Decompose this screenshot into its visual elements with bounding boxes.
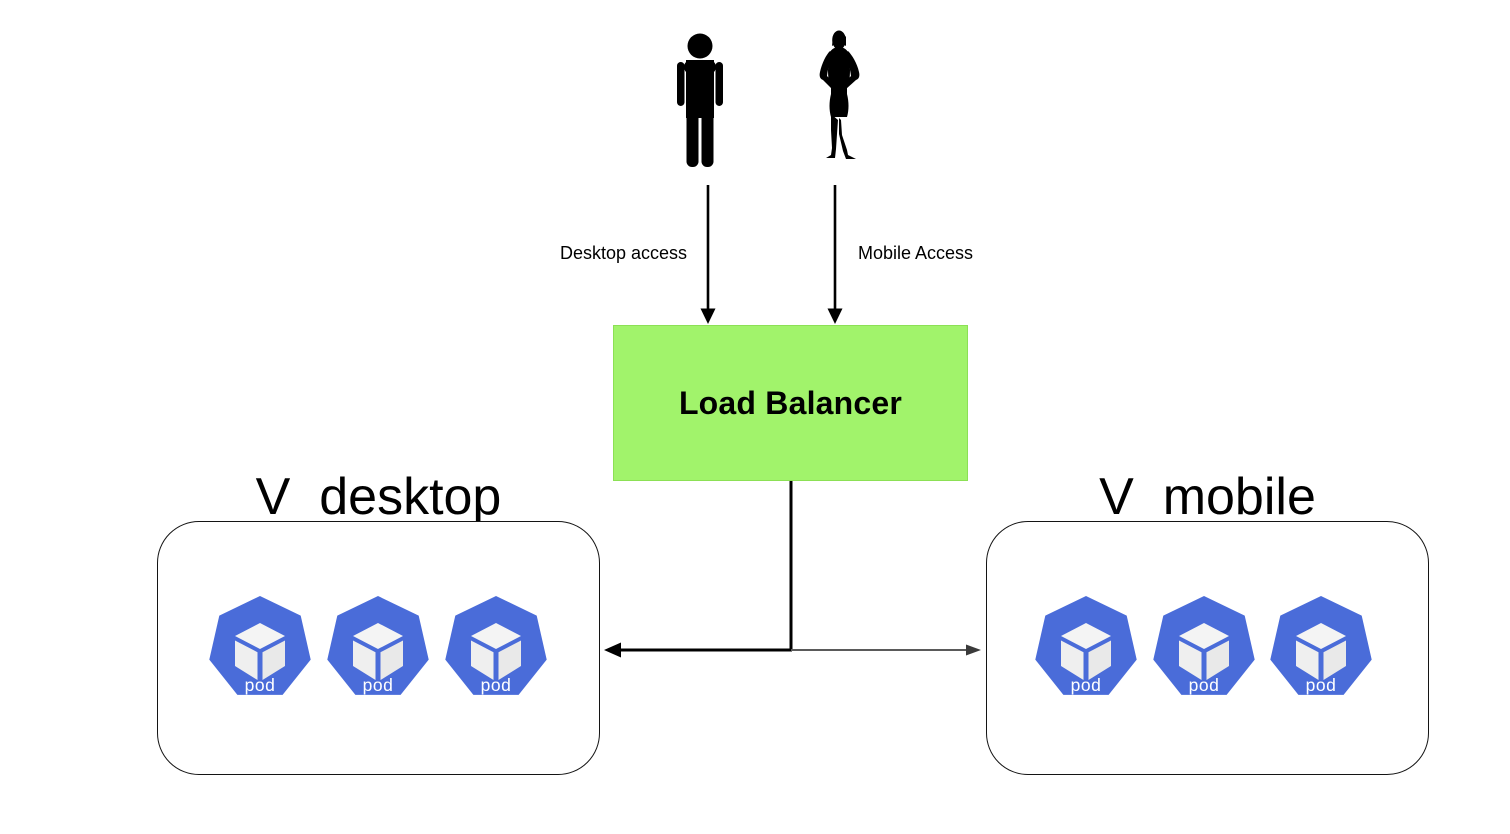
pod-icon: pod (209, 596, 311, 695)
pod-label: pod (481, 675, 512, 695)
man-icon (677, 33, 723, 167)
pod-label: pod (1071, 675, 1102, 695)
pod-label: pod (1306, 675, 1337, 695)
pod-icon: pod (1153, 596, 1255, 695)
pod-label: pod (245, 675, 276, 695)
load-balancer-box: Load Balancer (613, 325, 968, 481)
pod-icon: pod (327, 596, 429, 695)
cluster-desktop-box: pod pod pod (157, 521, 600, 775)
branch-arrow-mobile (791, 644, 981, 656)
mobile-access-label: Mobile Access (858, 243, 974, 263)
mobile-access-arrow (827, 185, 843, 324)
pod-icon: pod (1270, 596, 1372, 695)
pod-label: pod (1189, 675, 1220, 695)
cluster-desktop-title: V_desktop (255, 468, 502, 526)
desktop-access-arrow (700, 185, 716, 324)
cluster-mobile-box: pod pod pod (986, 521, 1429, 775)
branch-arrow-desktop (604, 642, 792, 658)
pod-label: pod (363, 675, 394, 695)
woman-icon (819, 30, 860, 159)
pod-icon: pod (445, 596, 547, 695)
load-balancer-label: Load Balancer (678, 384, 903, 421)
cluster-mobile-title: V_mobile (1099, 468, 1316, 526)
desktop-access-label: Desktop access (560, 243, 688, 263)
pod-icon: pod (1035, 596, 1137, 695)
